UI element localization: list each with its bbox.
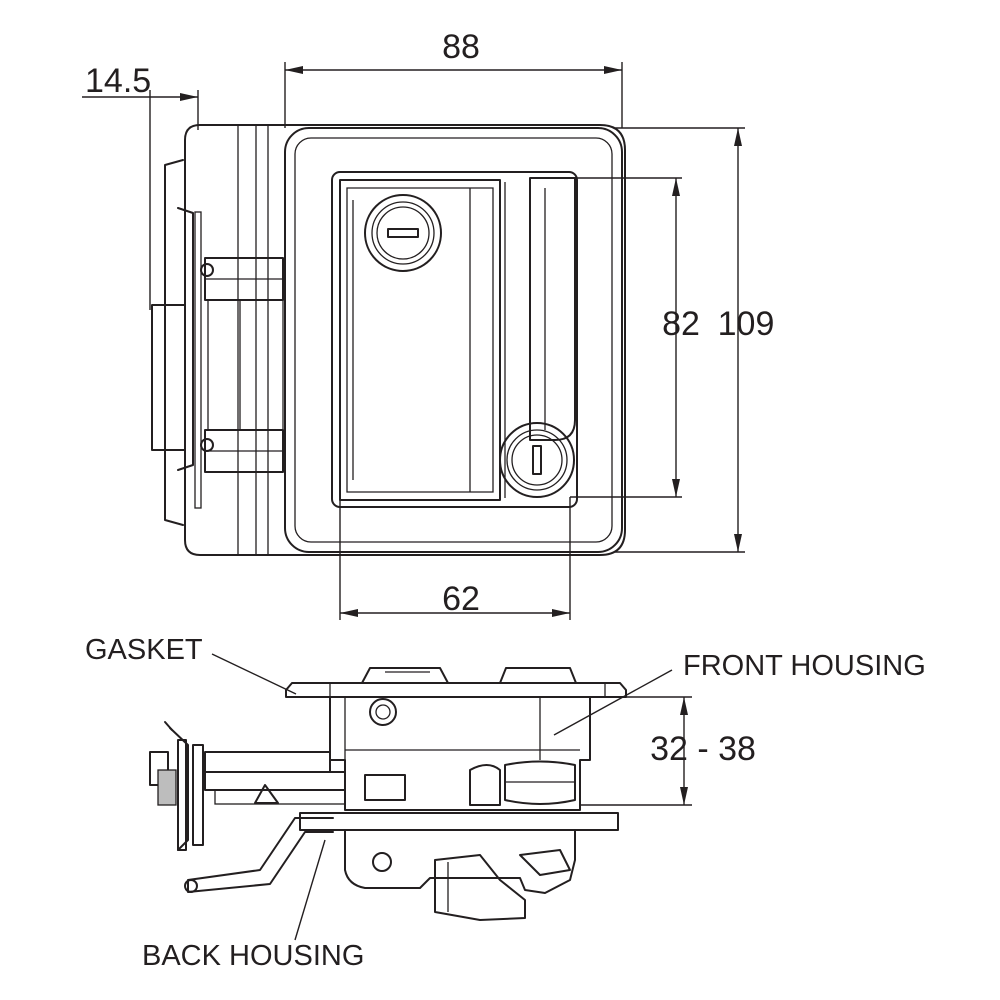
side-view bbox=[149, 667, 627, 921]
dimension-88: 88 bbox=[284, 28, 623, 128]
callout-front-housing: FRONT HOUSING bbox=[553, 650, 926, 736]
back-housing bbox=[344, 829, 576, 894]
label-back-housing: BACK HOUSING bbox=[142, 940, 364, 972]
upper-lock-cylinder bbox=[364, 194, 442, 272]
label-gasket: GASKET bbox=[85, 634, 203, 666]
dimension-82: 82 bbox=[570, 177, 700, 498]
handle-recess bbox=[331, 171, 578, 508]
callout-back-housing: BACK HOUSING bbox=[142, 839, 364, 972]
dimension-label-82: 82 bbox=[662, 305, 700, 343]
dimension-label-88: 88 bbox=[442, 28, 480, 66]
dimension-32-38: 32 - 38 bbox=[580, 696, 756, 806]
dimension-label-32-38: 32 - 38 bbox=[650, 730, 756, 768]
label-front-housing: FRONT HOUSING bbox=[683, 650, 926, 682]
lower-lock-cylinder bbox=[499, 422, 575, 498]
front-housing-body bbox=[329, 696, 591, 811]
dimension-label-14-5: 14.5 bbox=[85, 62, 151, 100]
dimension-14-5: 14.5 bbox=[82, 62, 199, 310]
paddle-handle bbox=[339, 179, 501, 501]
gasket-flange bbox=[285, 682, 627, 698]
dimension-label-62: 62 bbox=[442, 580, 480, 618]
front-housing-flange bbox=[284, 127, 623, 553]
actuator-rod bbox=[187, 817, 334, 893]
front-view bbox=[151, 124, 626, 556]
callout-gasket: GASKET bbox=[85, 634, 297, 695]
dimension-62: 62 bbox=[339, 497, 571, 620]
dimension-109: 109 bbox=[615, 127, 775, 553]
dimension-label-109: 109 bbox=[718, 305, 775, 343]
